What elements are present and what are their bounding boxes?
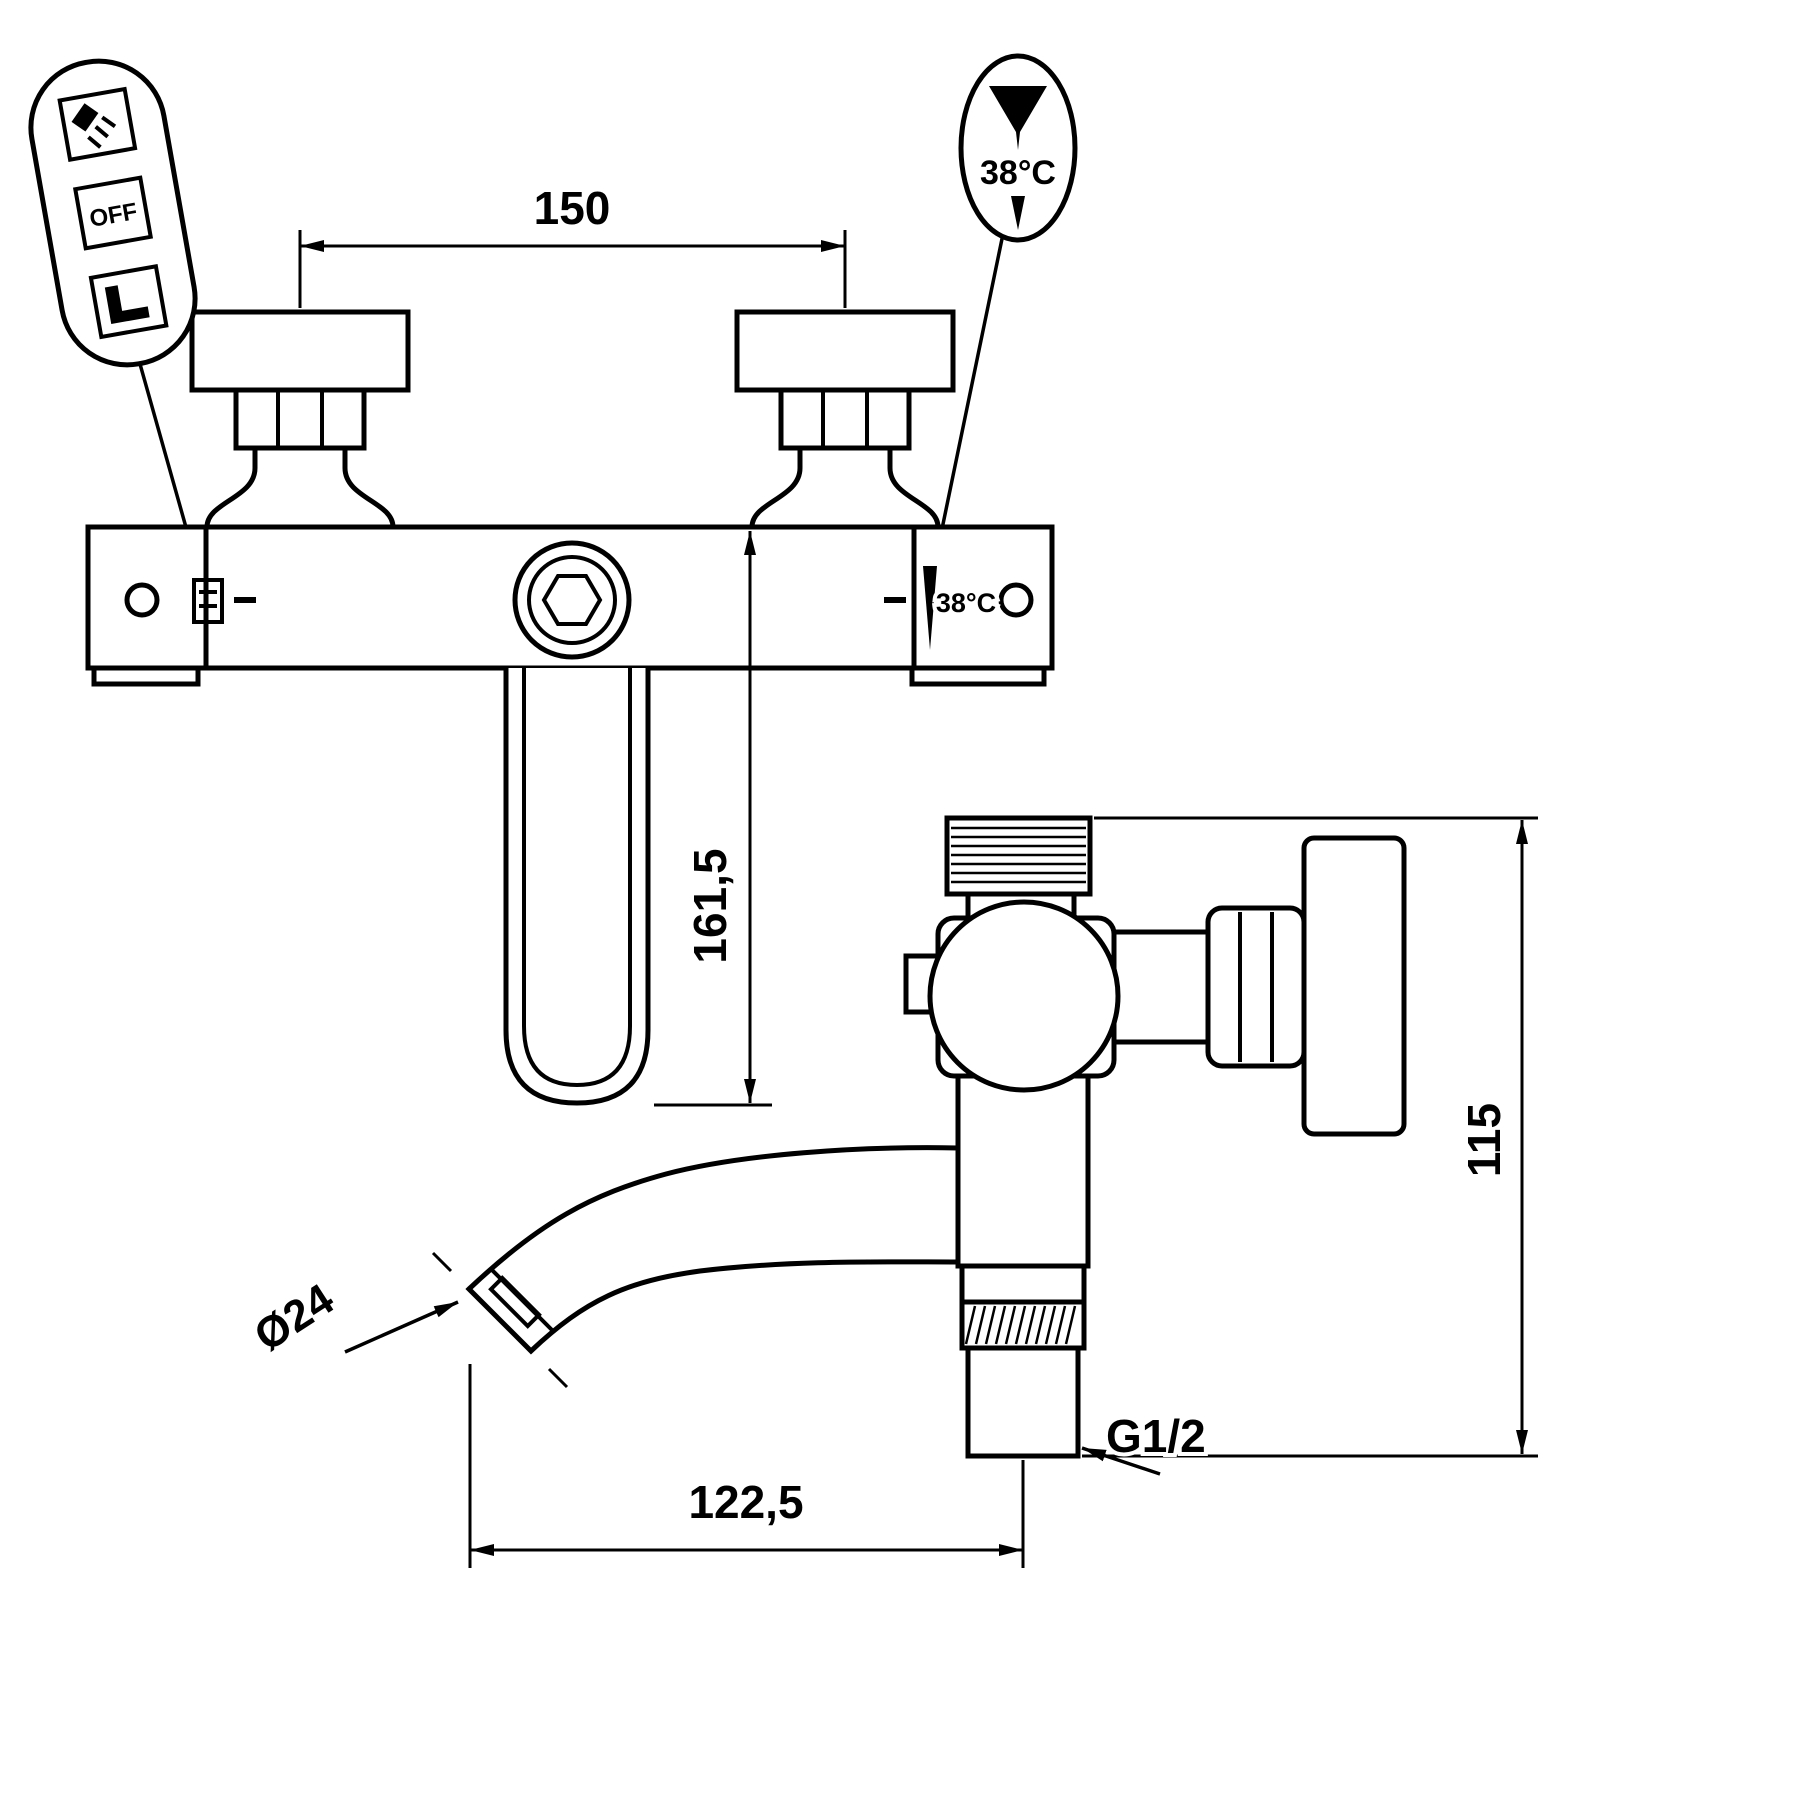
aerator-slot — [488, 1275, 542, 1329]
outlet-thread-hatch — [964, 1305, 1077, 1345]
temperature-cone-icon — [989, 86, 1047, 150]
temperature-callout: 38°C — [958, 53, 1078, 243]
front-view: 38°C 150 — [28, 53, 1078, 1107]
shower-spray-icon — [87, 135, 102, 149]
mode-selector-callout: OFF — [28, 58, 198, 368]
shower-spray-icon — [101, 115, 117, 128]
dimension-text-161-5: 161,5 — [684, 848, 736, 963]
handle-right — [734, 309, 956, 530]
mode-box-spout — [88, 264, 169, 340]
handle-left-nut — [233, 387, 367, 451]
spout-front-outline — [503, 668, 651, 1106]
body-side-lower — [955, 1073, 1091, 1269]
centre-boss-outer — [512, 540, 632, 660]
handle-right-base — [749, 445, 941, 530]
callout-pill — [28, 58, 198, 368]
wall-bracket-right — [909, 665, 1047, 687]
handle-left-base — [204, 445, 396, 530]
dimension-spout-drop: 161,5 — [654, 531, 772, 1107]
fixing-screw-right — [998, 582, 1034, 618]
handle-right-nut — [778, 387, 912, 451]
dimension-text-aerator: Ø24 — [246, 1274, 343, 1361]
temperature-leader-line — [934, 233, 1005, 559]
mode-box-shower — [57, 86, 138, 162]
handle-nut-side — [1205, 905, 1307, 1069]
temperature-pointer-icon — [923, 566, 937, 650]
handle-plate-side — [1301, 835, 1407, 1137]
centre-boss-inner — [527, 555, 617, 645]
dimension-spout-reach: 122,5 — [468, 1364, 1025, 1568]
inlet-thread-hatch — [951, 826, 1086, 884]
tub-spout-icon — [104, 285, 150, 324]
spout-front-inner-line — [522, 668, 632, 1088]
wall-bracket-left — [91, 665, 201, 687]
dimension-side-height: 115 — [1082, 816, 1538, 1458]
extension-tick — [431, 1251, 453, 1273]
label-thread-size: G1/2 — [1081, 1406, 1210, 1476]
handle-right-cap — [734, 309, 956, 393]
fixing-screw-left — [124, 582, 160, 618]
side-view: 115 122,5 Ø24 G1/2 — [246, 815, 1538, 1568]
leader-line — [1081, 1446, 1161, 1476]
handle-left-cap — [189, 309, 411, 393]
dimension-text-115: 115 — [1458, 1103, 1510, 1177]
callout-temperature-label: 38°C — [980, 154, 1056, 192]
diverter-switch — [192, 578, 224, 624]
shower-head-icon — [71, 103, 99, 132]
dimension-text-thread: G1/2 — [1106, 1410, 1206, 1462]
body-temperature-label: 38°C — [936, 588, 996, 618]
thermostat-cartridge-circle — [927, 899, 1121, 1093]
outlet-shoulder — [959, 1263, 1087, 1305]
spout-side-outline — [465, 1145, 961, 1355]
mode-box-off — [72, 175, 154, 251]
shower-spray-icon — [94, 125, 109, 139]
down-arrow-icon — [1011, 196, 1025, 230]
extension-tick — [547, 1367, 569, 1389]
hex-socket-icon — [541, 574, 603, 626]
dimension-handle-spacing: 150 — [298, 182, 847, 308]
leader-line — [344, 1300, 459, 1354]
dimension-text-150: 150 — [534, 182, 611, 234]
handle-stem-side — [1111, 929, 1211, 1045]
outlet-pipe — [965, 1345, 1081, 1459]
handle-left — [189, 309, 411, 530]
dimension-text-122-5: 122,5 — [688, 1476, 803, 1528]
